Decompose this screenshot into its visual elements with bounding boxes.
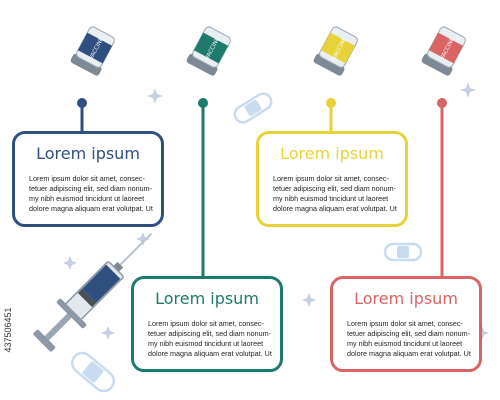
card-body-line: dolore magna aliquam erat volutpat. Ut — [273, 204, 397, 213]
info-card-yellow: Lorem ipsum Lorem ipsum dolor sit amet, … — [256, 131, 408, 227]
bandage-icon — [383, 242, 423, 262]
info-card-teal: Lorem ipsum Lorem ipsum dolor sit amet, … — [131, 276, 283, 372]
syringe-icon — [33, 232, 153, 352]
vaccine-vial-icon: VACCINE — [313, 26, 358, 76]
card-body-line: dolore magna aliquam erat volutpat. Ut — [347, 349, 471, 358]
card-body: Lorem ipsum dolor sit amet, consec- tetu… — [148, 319, 272, 359]
bandage-icon — [233, 92, 273, 124]
card-title: Lorem ipsum — [280, 144, 384, 163]
card-body-line: Lorem ipsum dolor sit amet, consec- — [273, 174, 389, 183]
card-body-line: tetuer adipiscing elit, sed diam nonum- — [273, 184, 397, 193]
card-body-line: Lorem ipsum dolor sit amet, consec- — [347, 319, 463, 328]
card-body: Lorem ipsum dolor sit amet, consec- tetu… — [29, 174, 153, 214]
card-body-line: Lorem ipsum dolor sit amet, consec- — [29, 174, 145, 183]
bandage-icon — [71, 351, 115, 393]
vaccine-vial-icon: VACCINE — [70, 26, 115, 76]
vaccine-vial-icon: VACCINE — [186, 26, 231, 76]
card-title: Lorem ipsum — [354, 289, 458, 308]
card-body-line: tetuer adipiscing elit, sed diam nonum- — [347, 329, 471, 338]
info-card-red: Lorem ipsum Lorem ipsum dolor sit amet, … — [330, 276, 482, 372]
connector-teal — [198, 98, 208, 277]
sparkle-icon — [63, 82, 489, 340]
card-title: Lorem ipsum — [155, 289, 259, 308]
stock-image-id: 437506451 — [2, 270, 14, 390]
card-body-line: tetuer adipiscing elit, sed diam nonum- — [29, 184, 153, 193]
card-body-line: my nibh euismod tincidunt ut laoreet — [29, 194, 145, 203]
card-body: Lorem ipsum dolor sit amet, consec- tetu… — [347, 319, 471, 359]
card-body-line: dolore magna aliquam erat volutpat. Ut — [29, 204, 153, 213]
card-body: Lorem ipsum dolor sit amet, consec- tetu… — [273, 174, 397, 214]
card-body-line: my nibh euismod tincidunt ut laoreet — [273, 194, 389, 203]
stock-image-id-text: 437506451 — [3, 307, 13, 353]
card-body-line: my nibh euismod tincidunt ut laoreet — [148, 339, 264, 348]
card-title: Lorem ipsum — [36, 144, 140, 163]
card-body-line: dolore magna aliquam erat volutpat. Ut — [148, 349, 272, 358]
info-card-blue: Lorem ipsum Lorem ipsum dolor sit amet, … — [12, 131, 164, 227]
connector-red — [437, 98, 447, 277]
connector-blue — [77, 98, 87, 132]
card-body-line: my nibh euismod tincidunt ut laoreet — [347, 339, 463, 348]
card-body-line: tetuer adipiscing elit, sed diam nonum- — [148, 329, 272, 338]
connector-yellow — [326, 98, 336, 132]
vaccine-vial-icon: VACCINE — [421, 26, 466, 76]
card-body-line: Lorem ipsum dolor sit amet, consec- — [148, 319, 264, 328]
